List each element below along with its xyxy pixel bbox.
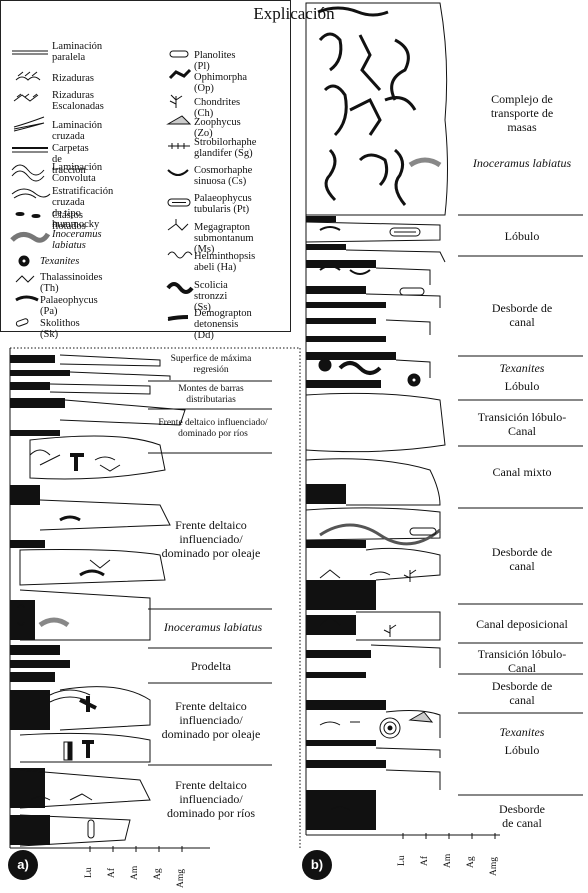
planolites-icon <box>169 50 189 58</box>
grain-tick-a-af: Af <box>107 867 117 878</box>
grain-tick-a-am: Am <box>130 865 140 880</box>
structures-b <box>318 226 441 811</box>
interval-a-6: Prodelta <box>191 659 231 673</box>
skolithos-icon <box>15 318 29 327</box>
inoceramus-icon <box>10 232 51 243</box>
chondrites-icon <box>169 94 183 108</box>
interval-b-4: Desborde de canal <box>491 301 553 329</box>
interval-b-1: Complejo de transporte de masas <box>490 92 554 134</box>
grain-tick-a-amg: Amg <box>176 869 186 888</box>
grain-tick-b-amg: Amg <box>489 857 499 876</box>
interval-b-8: Canal mixto <box>492 465 552 479</box>
grain-tick-b-lu: Lu <box>397 855 407 866</box>
grain-tick-b-am: Am <box>443 853 453 868</box>
interval-b-3: Lóbulo <box>504 229 540 243</box>
scolicia-icon <box>166 282 194 294</box>
interval-b-12: Desborde de canal <box>491 679 553 707</box>
strobilorhaphe-icon <box>168 143 190 149</box>
interval-lines-b <box>458 214 583 796</box>
grain-tick-a-lu: Lu <box>84 867 94 878</box>
ripples-icon <box>15 71 41 81</box>
grain-tick-b-ag: Ag <box>466 856 476 868</box>
interval-b-2: Inoceramus labiatus <box>472 156 572 170</box>
cosmorhaphe-icon <box>167 169 189 176</box>
interval-b-13: Texanites <box>499 725 545 739</box>
interval-a-7: Frente deltaico influenciado/ dominado p… <box>161 699 261 741</box>
interval-a-5: Inoceramus labiatus <box>163 620 263 634</box>
palaeophycus-tubularis-icon <box>167 198 191 207</box>
interval-lines-a <box>148 380 272 766</box>
mtc-clasts <box>317 6 442 206</box>
interval-b-15: Desborde de canal <box>499 802 545 830</box>
hummocky-icon <box>11 188 51 199</box>
column-b <box>305 2 583 839</box>
cross-lamination-icon <box>13 116 45 132</box>
helminthopsis-icon <box>167 251 193 259</box>
sandstone-beds-b <box>305 221 446 790</box>
interval-a-2: Montes de barras distributarias <box>178 384 244 405</box>
interval-b-5: Texanites <box>499 361 545 375</box>
parallel-lamination-icon <box>12 50 48 55</box>
convolute-lamination-icon <box>11 164 45 182</box>
structures-a <box>17 449 121 839</box>
grain-axis-ticks-b <box>402 833 496 839</box>
climbing-ripples-icon <box>13 93 39 102</box>
mudstone-bands-b <box>306 216 396 830</box>
interval-b-14: Lóbulo <box>504 743 540 757</box>
traction-carpets-icon <box>12 147 48 153</box>
palaeophycus-icon <box>15 295 39 302</box>
thalassinoides-icon <box>15 275 35 283</box>
ophimorpha-icon <box>168 68 192 80</box>
column-a <box>9 347 301 852</box>
interval-a-4: Frente deltaico influenciado/ dominado p… <box>161 518 261 560</box>
grain-tick-b-af: Af <box>420 855 430 866</box>
interval-b-11: Transición lóbulo- Canal <box>477 647 567 675</box>
legend-title: Explicación <box>253 4 335 23</box>
texanites-icon <box>18 255 30 267</box>
grain-tick-a-ag: Ag <box>153 868 163 880</box>
mass-transport-block <box>305 2 448 216</box>
interval-a-8: Frente deltaico influenciado/ dominado p… <box>167 778 255 820</box>
interval-b-10: Canal deposicional <box>476 617 568 631</box>
zoophycus-icon <box>166 115 192 125</box>
interval-a-3: Frente deltaico influenciado/ dominado p… <box>158 418 268 439</box>
panel-b-tag: b) <box>302 850 332 880</box>
demograpton-icon <box>167 315 189 321</box>
floating-clasts-icon <box>15 212 41 218</box>
sandstone-beds-a <box>19 354 186 847</box>
legend-symbols <box>10 50 194 327</box>
mudstone-bands-a <box>10 355 70 845</box>
megagrapton-icon <box>167 219 189 231</box>
grain-axis-ticks-a <box>89 846 183 852</box>
panel-a-tag: a) <box>8 850 38 880</box>
interval-a-1: Superfice de máxima regresión <box>170 354 252 375</box>
legend-box: Explicación <box>0 0 335 332</box>
interval-b-9: Desborde de canal <box>491 545 553 573</box>
interval-b-7: Transición lóbulo- Canal <box>477 410 567 438</box>
interval-b-6: Lóbulo <box>504 379 540 393</box>
